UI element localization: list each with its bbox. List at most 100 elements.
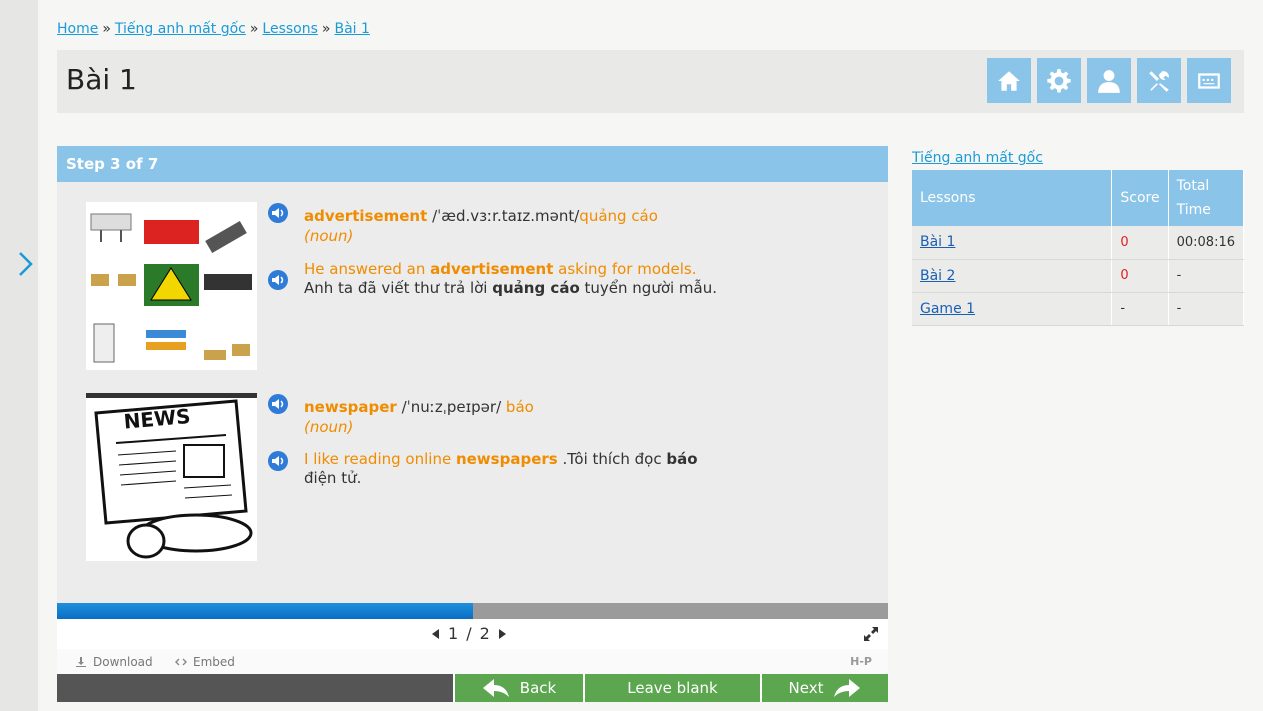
advertisement-image — [86, 202, 257, 370]
chevron-right-icon[interactable] — [14, 250, 38, 278]
embed-link[interactable]: Embed — [175, 655, 235, 669]
embed-label: Embed — [193, 655, 235, 669]
vocab-pos: (noun) — [304, 418, 354, 436]
progress-bar — [57, 603, 888, 619]
speaker-icon[interactable] — [267, 202, 289, 224]
step-indicator: Step 3 of 7 — [57, 146, 888, 182]
page-current: 1 — [448, 624, 459, 643]
breadcrumb-course[interactable]: Tiếng anh mất gốc — [114, 21, 246, 37]
svg-text:NEWS: NEWS — [123, 404, 192, 434]
keyboard-icon — [1198, 72, 1220, 89]
next-arrow-icon — [834, 679, 861, 697]
time-cell: - — [1168, 259, 1245, 293]
vocab-word: advertisement — [304, 207, 428, 225]
breadcrumb-separator: » — [321, 21, 331, 37]
home-icon — [998, 70, 1020, 91]
action-bar: Back Leave blank Next — [57, 674, 888, 702]
translation-text: Anh ta đã viết thư trả lời — [304, 279, 493, 297]
page-total: 2 — [479, 624, 490, 643]
vocab-word-line: newspaper /ˈnuːzˌpeɪpər/ báo (noun) — [304, 397, 534, 437]
score-cell: 0 — [1111, 259, 1169, 293]
breadcrumb-home[interactable]: Home — [57, 21, 99, 37]
lesson-link[interactable]: Game 1 — [920, 300, 976, 317]
newspaper-image: NEWS — [86, 393, 257, 561]
home-button[interactable] — [987, 58, 1031, 103]
page-separator: / — [466, 624, 472, 643]
next-button[interactable]: Next — [760, 674, 888, 702]
table-row: Bài 1 0 00:08:16 — [912, 226, 1245, 260]
example-text: I like reading online — [304, 450, 456, 468]
lesson-table: Lessons Score Total Time Bài 1 0 00:08:1… — [912, 170, 1245, 326]
gear-icon — [1047, 68, 1071, 92]
breadcrumb: Home»Tiếng anh mất gốc»Lessons»Bài 1 — [57, 21, 370, 37]
profile-button[interactable] — [1087, 58, 1131, 103]
vocab-ipa: /ˈnuːzˌpeɪpər/ — [401, 398, 502, 416]
h5p-footer: Download Embed H-P — [57, 649, 888, 674]
vocab-example: I like reading online newspapers .Tôi th… — [304, 450, 724, 488]
action-bar-spacer — [57, 674, 453, 702]
example-text: He answered an — [304, 260, 431, 278]
progress-fill — [57, 603, 473, 619]
table-header-row: Lessons Score Total Time — [912, 170, 1245, 226]
download-icon — [76, 657, 86, 667]
page-title: Bài 1 — [66, 63, 137, 96]
page-nav: 1 / 2 — [432, 624, 506, 643]
h5p-content: Step 3 of 7 advertisement /ˈæd.vɜːr. — [57, 146, 888, 622]
translation-text: điện tử. — [304, 469, 362, 487]
speaker-icon[interactable] — [267, 393, 289, 415]
header-total-time: Total Time — [1168, 170, 1245, 226]
translation-keyword: báo — [666, 450, 698, 468]
example-text: asking for models. — [553, 260, 697, 278]
download-label: Download — [93, 655, 153, 669]
embed-icon — [175, 658, 187, 666]
score-cell: 0 — [1111, 226, 1169, 260]
time-cell: 00:08:16 — [1168, 226, 1245, 260]
toolbar — [987, 58, 1231, 103]
header-score: Score — [1111, 170, 1169, 226]
speaker-icon[interactable] — [267, 450, 289, 472]
tools-icon — [1149, 70, 1169, 92]
pager: 1 / 2 — [57, 619, 888, 649]
breadcrumb-current[interactable]: Bài 1 — [334, 21, 370, 37]
vocab-example: He answered an advertisement asking for … — [304, 260, 724, 298]
settings-button[interactable] — [1037, 58, 1081, 103]
title-bar: Bài 1 — [57, 50, 1244, 113]
tools-button[interactable] — [1137, 58, 1181, 103]
vocab-pos: (noun) — [304, 227, 354, 245]
speaker-icon[interactable] — [267, 269, 289, 291]
breadcrumb-separator: » — [249, 21, 259, 37]
translation-text: .Tôi thích đọc — [557, 450, 667, 468]
course-link[interactable]: Tiếng anh mất gốc — [912, 150, 1043, 166]
h5p-logo[interactable]: H-P — [850, 655, 872, 668]
fullscreen-icon[interactable] — [862, 625, 880, 643]
lesson-link[interactable]: Bài 2 — [920, 267, 956, 284]
next-label: Next — [788, 679, 824, 697]
breadcrumb-lessons[interactable]: Lessons — [262, 21, 318, 37]
time-cell: - — [1168, 292, 1245, 326]
breadcrumb-separator: » — [102, 21, 111, 37]
vocab-meaning: báo — [505, 398, 534, 416]
lesson-link[interactable]: Bài 1 — [920, 234, 956, 251]
translation-keyword: quảng cáo — [492, 279, 580, 297]
table-row: Bài 2 0 - — [912, 259, 1245, 293]
leave-blank-button[interactable]: Leave blank — [583, 674, 760, 702]
lesson-cell: Game 1 — [912, 292, 1113, 326]
vocab-meaning: quảng cáo — [579, 207, 658, 225]
download-link[interactable]: Download — [75, 655, 153, 669]
vocab-word-line: advertisement /ˈæd.vɜːr.taɪz.mənt/quảng … — [304, 206, 658, 246]
vocab-ipa: /ˈæd.vɜːr.taɪz.mənt/ — [432, 207, 580, 225]
leave-blank-label: Leave blank — [627, 679, 718, 697]
keyboard-button[interactable] — [1187, 58, 1231, 103]
back-label: Back — [519, 679, 557, 697]
lesson-cell: Bài 2 — [912, 259, 1113, 293]
back-arrow-icon — [482, 679, 509, 697]
header-lessons: Lessons — [912, 170, 1113, 226]
table-row: Game 1 - - — [912, 292, 1245, 326]
next-page-icon[interactable] — [498, 628, 506, 639]
example-keyword: advertisement — [430, 260, 554, 278]
left-rail — [0, 0, 38, 711]
back-button[interactable]: Back — [453, 674, 583, 702]
vocab-word: newspaper — [304, 398, 397, 416]
prev-page-icon[interactable] — [432, 628, 440, 639]
example-keyword: newspapers — [455, 450, 558, 468]
